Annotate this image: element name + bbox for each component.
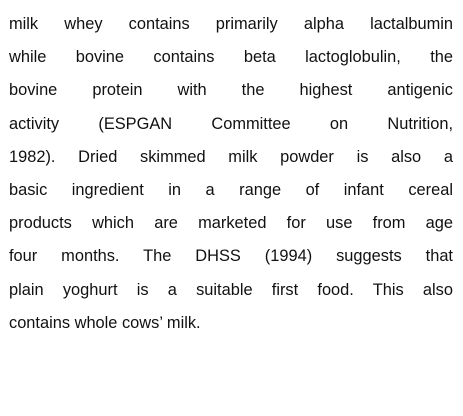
text-line-4: activity (ESPGAN Committee on Nutrition, <box>9 114 453 133</box>
body-paragraph: milk whey contains primarily alpha lacta… <box>9 8 453 340</box>
text-line-6: basic ingredient in a range of infant ce… <box>9 180 453 199</box>
text-line-8: four months. The DHSS (1994) suggests th… <box>9 247 453 266</box>
text-line-7: products which are marketed for use from… <box>9 214 453 233</box>
text-line-5: 1982). Dried skimmed milk powder is also… <box>9 147 453 166</box>
text-line-3: bovine protein with the highest antigeni… <box>9 81 453 100</box>
text-line-9: plain yoghurt is a suitable first food. … <box>9 280 453 299</box>
text-line-1: milk whey contains primarily alpha lacta… <box>9 15 453 33</box>
text-line-2: while bovine contains beta lactoglobulin… <box>9 48 453 67</box>
text-line-10: contains whole cows’ milk. <box>9 313 201 332</box>
